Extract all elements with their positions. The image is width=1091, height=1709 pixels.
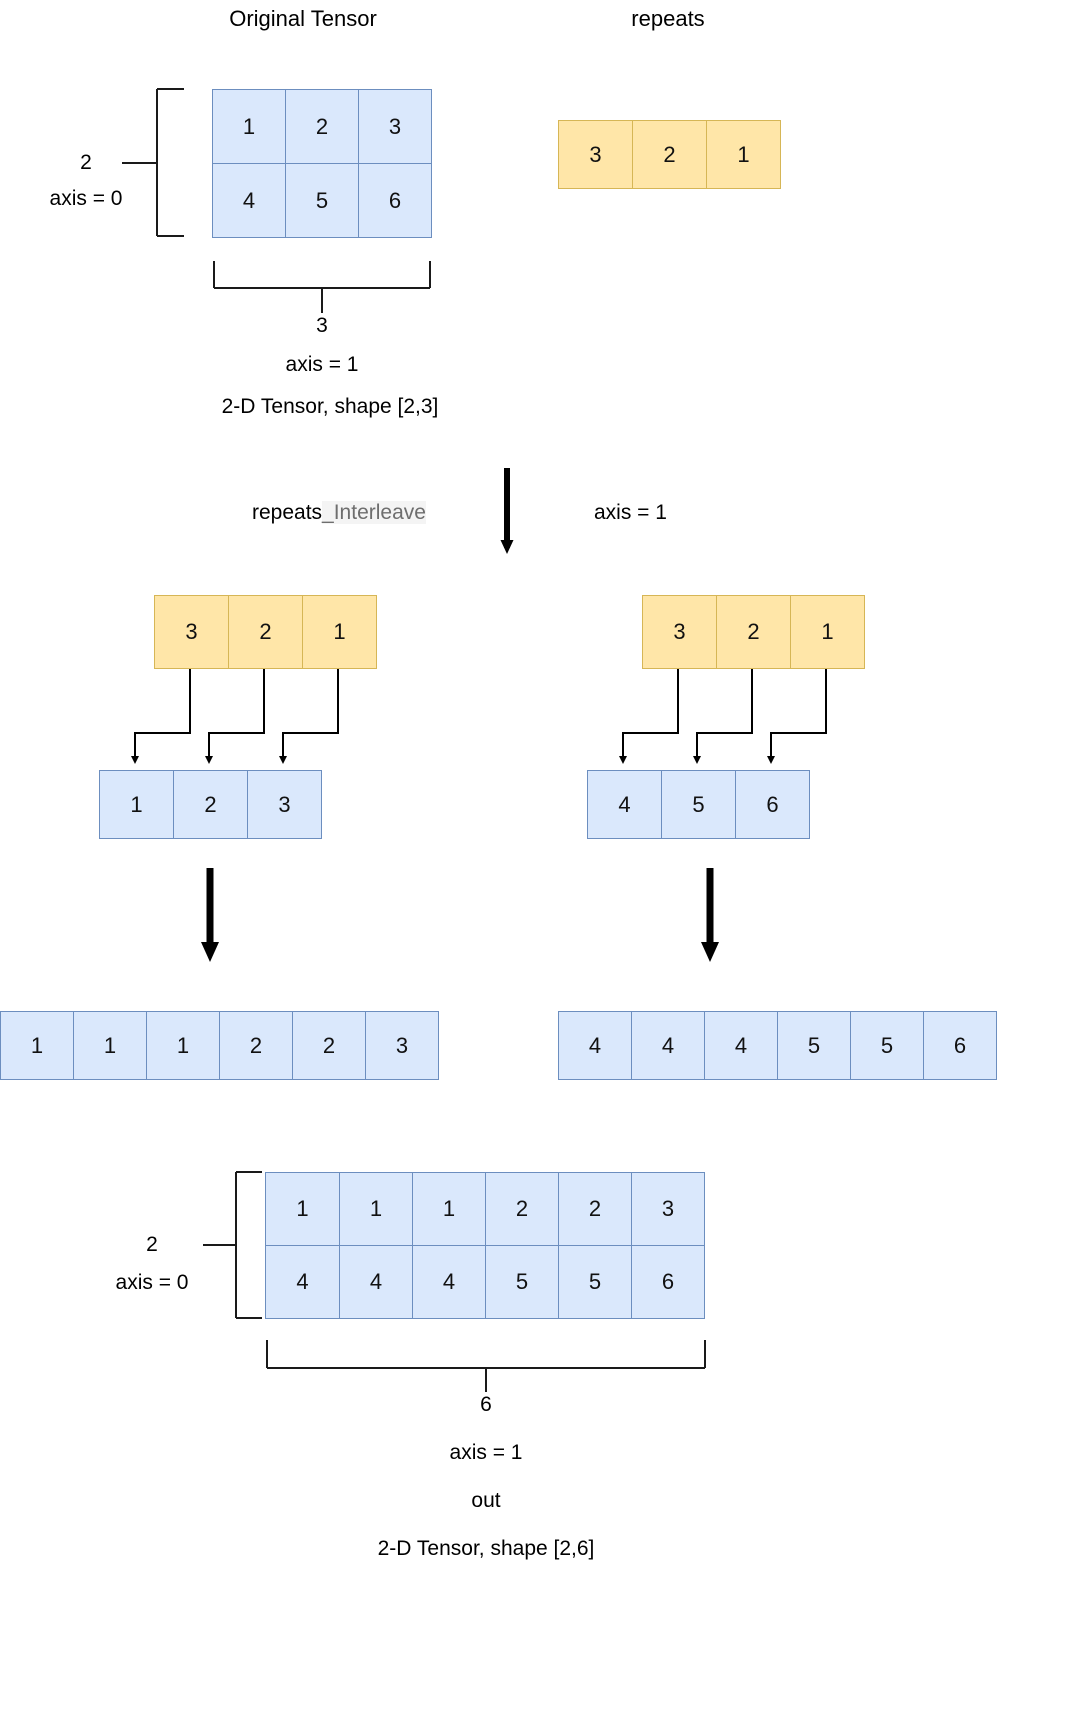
tensor-cell: 6	[631, 1245, 705, 1319]
tensor-cell: 2	[292, 1011, 366, 1080]
left-branch-repeats-grid: 3 2 1	[154, 595, 377, 669]
original-axis1-label: axis = 1	[285, 353, 359, 376]
repeats-cell: 3	[154, 595, 229, 669]
operation-label: repeats_Interleave	[252, 500, 426, 525]
tensor-cell: 4	[587, 770, 662, 839]
tensor-cell: 5	[661, 770, 736, 839]
tensor-cell: 1	[265, 1172, 340, 1246]
original-axis0-bracket	[122, 88, 184, 237]
repeats-cell: 3	[642, 595, 717, 669]
tensor-cell: 4	[631, 1011, 705, 1080]
tensor-cell: 5	[558, 1245, 632, 1319]
tensor-cell: 4	[704, 1011, 778, 1080]
tensor-cell: 1	[412, 1172, 486, 1246]
repeats-cell: 3	[558, 120, 633, 189]
repeats-cell: 1	[790, 595, 865, 669]
tensor-cell: 3	[358, 89, 432, 164]
tensor-cell: 4	[558, 1011, 632, 1080]
repeats-cell: 1	[706, 120, 781, 189]
repeats-cell: 2	[716, 595, 791, 669]
left-branch-result-row: 1 1 1 2 2 3	[0, 1011, 439, 1080]
tensor-cell: 5	[485, 1245, 559, 1319]
left-branch-connectors	[131, 668, 339, 764]
tensor-cell: 3	[365, 1011, 439, 1080]
output-axis0-bracket	[203, 1171, 262, 1319]
right-branch-repeats-grid: 3 2 1	[642, 595, 865, 669]
output-name-label: out	[471, 1489, 501, 1512]
tensor-cell: 2	[485, 1172, 559, 1246]
tensor-cell: 1	[0, 1011, 74, 1080]
output-axis0-label: axis = 0	[115, 1271, 189, 1294]
operation-name-grey: _Interleave	[322, 501, 426, 524]
tensor-cell: 1	[73, 1011, 147, 1080]
right-branch-result-row: 4 4 4 5 5 6	[558, 1011, 997, 1080]
repeats-cell: 1	[302, 595, 377, 669]
original-axis0-label: axis = 0	[49, 187, 123, 210]
left-branch-source-row: 1 2 3	[99, 770, 322, 839]
output-tensor-grid: 1 1 1 2 2 3 4 4 4 5 5 6	[265, 1172, 705, 1319]
original-tensor-title: Original Tensor	[229, 6, 377, 31]
output-axis1-bracket	[266, 1340, 706, 1392]
tensor-cell: 4	[212, 163, 286, 238]
tensor-cell: 5	[285, 163, 359, 238]
original-tensor-grid: 1 2 3 4 5 6	[212, 89, 432, 238]
tensor-cell: 2	[558, 1172, 632, 1246]
output-axis0-size: 2	[146, 1233, 158, 1256]
repeats-cell: 2	[228, 595, 303, 669]
tensor-cell: 6	[923, 1011, 997, 1080]
tensor-cell: 6	[358, 163, 432, 238]
output-axis1-size: 6	[480, 1393, 492, 1416]
output-axis1-label: axis = 1	[449, 1441, 523, 1464]
right-branch-connectors	[619, 668, 827, 764]
repeats-grid: 3 2 1	[558, 120, 781, 189]
tensor-cell: 3	[247, 770, 322, 839]
tensor-cell: 2	[173, 770, 248, 839]
repeats-cell: 2	[632, 120, 707, 189]
tensor-cell: 4	[339, 1245, 413, 1319]
original-shape-caption: 2-D Tensor, shape [2,3]	[221, 395, 439, 418]
tensor-cell: 1	[99, 770, 174, 839]
original-axis1-size: 3	[316, 314, 328, 337]
operation-axis-label: axis = 1	[594, 501, 667, 524]
output-shape-caption: 2-D Tensor, shape [2,6]	[377, 1537, 595, 1560]
tensor-cell: 6	[735, 770, 810, 839]
tensor-cell: 1	[146, 1011, 220, 1080]
original-axis1-bracket	[213, 261, 431, 313]
tensor-cell: 2	[219, 1011, 293, 1080]
tensor-cell: 1	[212, 89, 286, 164]
original-axis0-size: 2	[80, 151, 92, 174]
repeats-title: repeats	[631, 6, 705, 31]
tensor-cell: 4	[265, 1245, 340, 1319]
tensor-cell: 1	[339, 1172, 413, 1246]
right-branch-source-row: 4 5 6	[587, 770, 810, 839]
operation-name-black: repeats	[252, 501, 323, 524]
tensor-cell: 2	[285, 89, 359, 164]
tensor-cell: 3	[631, 1172, 705, 1246]
tensor-cell: 4	[412, 1245, 486, 1319]
tensor-cell: 5	[850, 1011, 924, 1080]
tensor-cell: 5	[777, 1011, 851, 1080]
